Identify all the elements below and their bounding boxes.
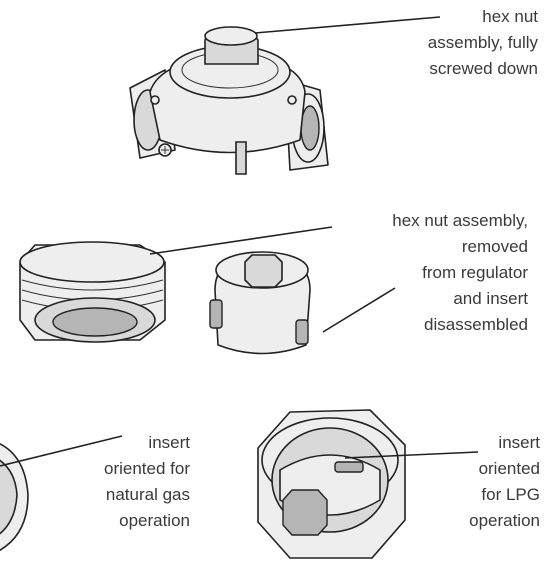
label-bottom-right-line-1: insert (469, 430, 540, 456)
hex-nut-ring-illustration (20, 242, 165, 342)
label-bottom-left-line-2: oriented for (80, 456, 190, 482)
label-middle-line-2: removed (392, 234, 528, 260)
label-middle-line-3: from regulator (392, 260, 528, 286)
label-bottom-right-line-3: for LPG (469, 482, 540, 508)
label-bottom-left: insert oriented for natural gas operatio… (80, 430, 190, 534)
label-middle-line-5: disassembled (392, 312, 528, 338)
label-bottom-right: insert oriented for LPG operation (469, 430, 540, 534)
label-middle-line-1: hex nut assembly, (392, 208, 528, 234)
regulator-assembled-illustration (130, 27, 328, 174)
lpg-insert-illustration (258, 410, 405, 558)
label-bottom-right-line-2: oriented (469, 456, 540, 482)
label-bottom-left-line-1: insert (80, 430, 190, 456)
label-middle: hex nut assembly, removed from regulator… (392, 208, 528, 338)
leader-top (255, 17, 440, 33)
natural-gas-insert-illustration (0, 440, 28, 555)
label-bottom-left-line-3: natural gas (80, 482, 190, 508)
leader-middle-nut (150, 227, 332, 254)
label-top: hex nut assembly, fully screwed down (428, 4, 538, 82)
label-top-line-2: assembly, fully (428, 30, 538, 56)
label-middle-line-4: and insert (392, 286, 528, 312)
insert-illustration (210, 252, 310, 354)
label-bottom-right-line-4: operation (469, 508, 540, 534)
leader-middle-insert (323, 288, 395, 332)
label-top-line-3: screwed down (428, 56, 538, 82)
label-top-line-1: hex nut (428, 4, 538, 30)
label-bottom-left-line-4: operation (80, 508, 190, 534)
